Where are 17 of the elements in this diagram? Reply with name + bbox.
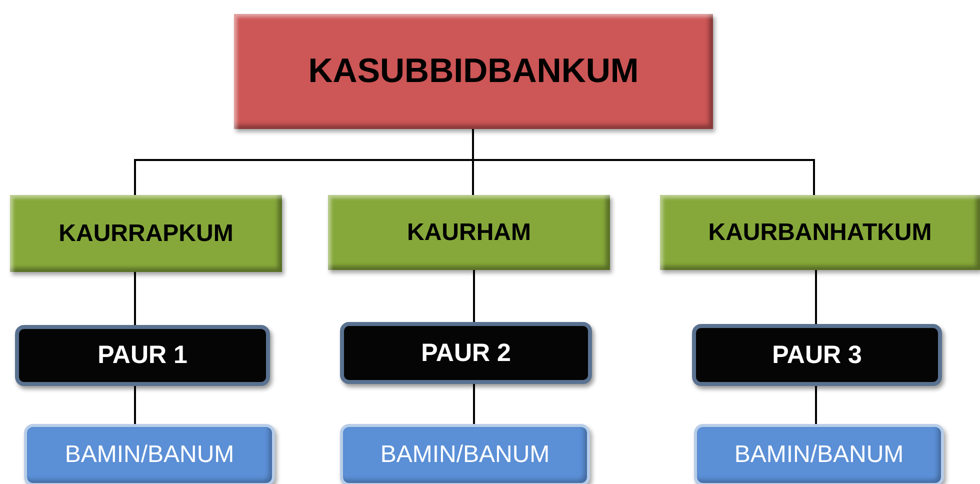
connector-line [134,272,136,325]
head-box: KASUBBIDBANKUM [234,14,713,129]
connector-line [815,270,817,324]
unit-box: KAURRAPKUM [10,195,282,272]
unit-box: KAURHAM [328,195,610,270]
connector-line [472,129,815,195]
connector-line [473,270,475,322]
connector-line [815,386,817,424]
staff-box: PAUR 1 [15,325,270,386]
sub-staff-box: BAMIN/BANUM [24,424,275,484]
connector-line [473,384,475,424]
staff-box: PAUR 2 [340,322,592,384]
unit-box: KAURBANHATKUM [660,195,980,270]
connector-line [134,386,136,424]
sub-staff-box: BAMIN/BANUM [694,424,944,484]
staff-box: PAUR 3 [692,324,942,386]
sub-staff-box: BAMIN/BANUM [340,424,590,484]
